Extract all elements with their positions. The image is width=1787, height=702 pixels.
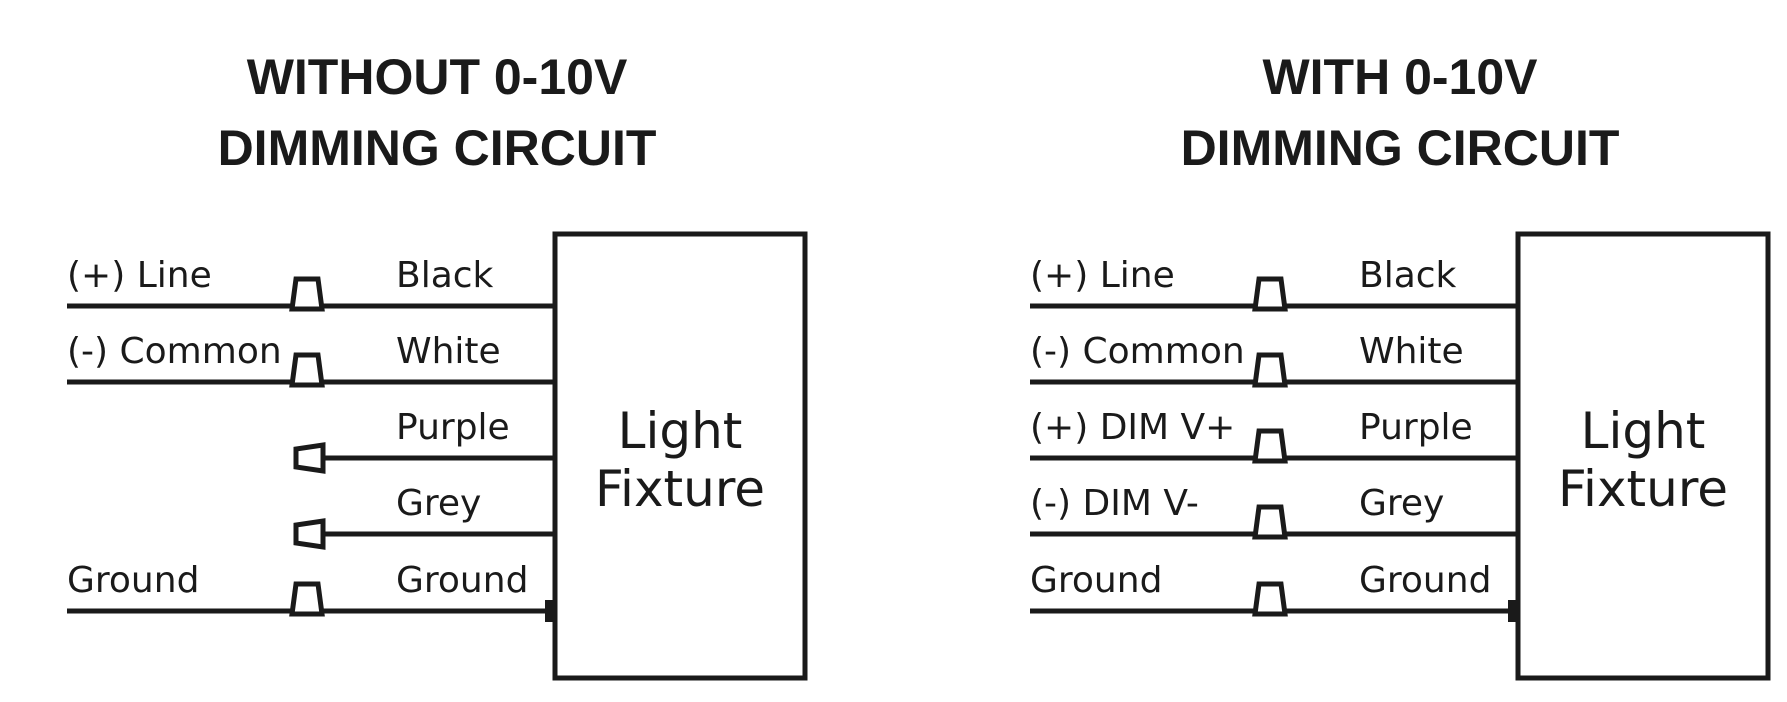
wire-left-label: (-) DIM V- — [1030, 483, 1199, 524]
panel-with-dimming: WITH 0-10V DIMMING CIRCUIT (+) Line (-) … — [1030, 49, 1771, 681]
wire-color-label: Ground — [1359, 560, 1491, 601]
ground-terminal — [545, 600, 557, 622]
wire-color-label: White — [396, 331, 501, 372]
wire-left-label: (-) Common — [67, 331, 282, 372]
wire-color-label: Purple — [396, 407, 510, 448]
fixture-label-line2: Fixture — [1558, 460, 1728, 518]
panel-without-dimming: WITHOUT 0-10V DIMMING CIRCUIT (+) Line (… — [67, 49, 808, 681]
wire-color-label: White — [1359, 331, 1464, 372]
light-fixture-box — [1515, 231, 1771, 681]
wire-left-label: (-) Common — [1030, 331, 1245, 372]
wire-nut-icon — [1252, 276, 1288, 312]
panel-title-line2: DIMMING CIRCUIT — [1181, 120, 1620, 176]
wire-left-label: (+) Line — [1030, 255, 1175, 296]
wire-cap-icon — [293, 518, 326, 550]
wire-nut-icon — [1252, 428, 1288, 464]
fixture-label-line2: Fixture — [595, 460, 765, 518]
wire-color-label: Black — [396, 255, 494, 296]
ground-terminal — [1508, 600, 1520, 622]
wire-color-label: Grey — [396, 483, 481, 524]
wire-color-label: Black — [1359, 255, 1457, 296]
wire-nut-icon — [1252, 352, 1288, 388]
wire-left-label: Ground — [1030, 560, 1162, 601]
wire-nut-icon — [289, 581, 325, 617]
wire-left-label: (+) DIM V+ — [1030, 407, 1235, 448]
wire-nut-icon — [289, 352, 325, 388]
wire-color-label: Purple — [1359, 407, 1473, 448]
wire-cap-icon — [293, 442, 326, 474]
wire-nut-icon — [289, 276, 325, 312]
wire-color-label: Grey — [1359, 483, 1444, 524]
light-fixture-box — [552, 231, 808, 681]
wire-nut-icon — [1252, 504, 1288, 540]
wire-left-label: (+) Line — [67, 255, 212, 296]
wire-nut-icon — [1252, 581, 1288, 617]
panel-title-line2: DIMMING CIRCUIT — [218, 120, 657, 176]
wire-left-label: Ground — [67, 560, 199, 601]
panel-title-line1: WITH 0-10V — [1262, 49, 1538, 105]
fixture-label-line1: Light — [618, 402, 743, 460]
panel-title-line1: WITHOUT 0-10V — [247, 49, 628, 105]
wire-color-label: Ground — [396, 560, 528, 601]
fixture-label-line1: Light — [1581, 402, 1706, 460]
